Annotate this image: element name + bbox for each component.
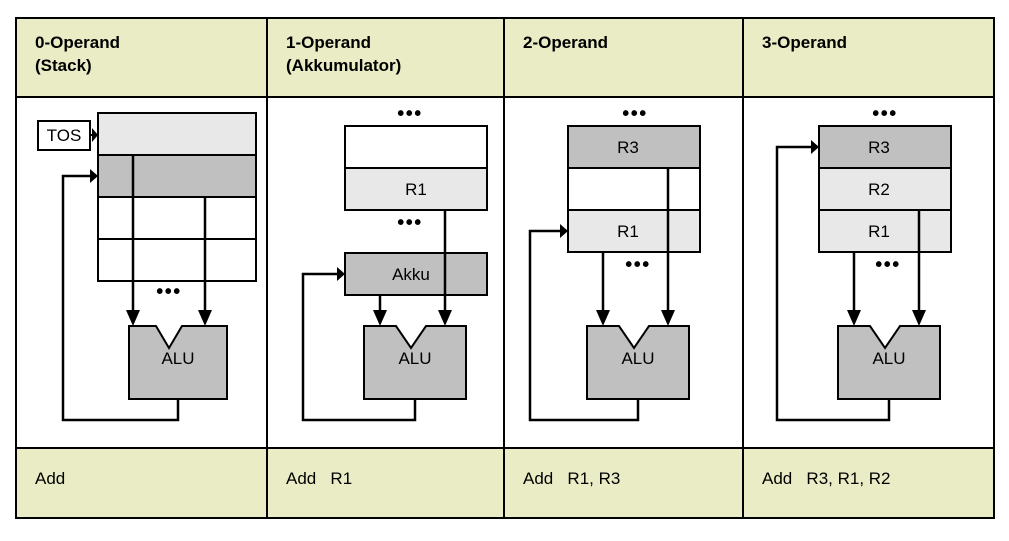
- diagram-three-operand: ••• R3 R2 R1: [744, 98, 993, 447]
- accumulator-label: Akku: [392, 265, 430, 284]
- register-cell-r1: [818, 209, 952, 253]
- register-cell-r2-label: R2: [868, 180, 890, 199]
- alu-shape: [837, 325, 941, 400]
- memory-operand-arrow: [438, 310, 452, 326]
- stack-cell-2: [97, 196, 257, 240]
- register-cell-r2: [818, 167, 952, 211]
- instruction-two-operand: Add R1, R3: [505, 449, 744, 517]
- memory-cell-0: [344, 125, 488, 169]
- accumulator-operand-arrow: [373, 310, 387, 326]
- header-cell-three-operand: 3-Operand: [744, 19, 993, 96]
- alu-label: ALU: [621, 349, 654, 368]
- register-top-ellipsis: •••: [872, 103, 898, 125]
- register-cell-r1-label: R1: [617, 222, 639, 241]
- memory-bottom-ellipsis: •••: [397, 212, 423, 234]
- alu-feedback-path: [61, 174, 180, 422]
- diagram-two-operand: ••• R3 R1 •: [505, 98, 744, 447]
- accumulator-box: [344, 252, 488, 296]
- register-bottom-ellipsis: •••: [875, 254, 901, 276]
- tos-box: [37, 120, 91, 151]
- register-cell-r3-label: R3: [868, 138, 890, 157]
- alu-feedback-path: [775, 145, 891, 422]
- register-top-ellipsis: •••: [622, 103, 648, 125]
- alu-feedback-arrowhead: [560, 224, 568, 238]
- stack-operand-arrow-left: [126, 310, 140, 326]
- three-operand-diagram-svg: ••• R3 R2 R1: [775, 103, 952, 422]
- register-cell-r3-label: R3: [617, 138, 639, 157]
- tos-arrowhead: [92, 128, 98, 142]
- memory-block: R1: [344, 125, 488, 211]
- stack-cell-1: [97, 154, 257, 198]
- r2-operand-arrow: [912, 310, 926, 326]
- two-operand-diagram-svg: ••• R3 R1 •: [528, 103, 701, 422]
- alu-feedback-arrowhead: [90, 169, 98, 183]
- register-cell-empty: [567, 167, 701, 211]
- alu-label: ALU: [161, 349, 194, 368]
- memory-cell-1-label: R1: [405, 180, 427, 199]
- alu-feedback-path: [528, 229, 640, 422]
- alu-feedback-arrowhead: [337, 267, 345, 281]
- alu-feedback-path: [301, 272, 417, 422]
- alu-label: ALU: [872, 349, 905, 368]
- operand-comparison-table: 0-Operand (Stack) 1-Operand (Akkumulator…: [15, 17, 995, 519]
- register-block: R3 R2 R1: [818, 125, 952, 253]
- register-cell-r1-label: R1: [868, 222, 890, 241]
- register-bottom-ellipsis: •••: [625, 254, 651, 276]
- tos-pointer: TOS: [37, 120, 98, 151]
- memory-cell-1: [344, 167, 488, 211]
- memory-top-ellipsis: •••: [397, 103, 423, 125]
- diagram-one-operand: ••• R1 ••• Akku: [268, 98, 505, 447]
- register-block: R3 R1: [567, 125, 701, 253]
- stack-ellipsis: •••: [156, 281, 182, 303]
- r1-operand-arrow: [847, 310, 861, 326]
- tos-label: TOS: [47, 126, 82, 145]
- table-footer-row: Add Add R1 Add R1, R3 Add R3, R1, R2: [17, 447, 993, 517]
- r3-operand-arrow: [661, 310, 675, 326]
- alu-shape: [128, 325, 228, 400]
- instruction-one-operand: Add R1: [268, 449, 505, 517]
- accumulator-diagram-svg: ••• R1 ••• Akku: [301, 103, 488, 422]
- stack-operand-arrow-right: [198, 310, 212, 326]
- alu-shape: [586, 325, 690, 400]
- instruction-zero-operand: Add: [17, 449, 268, 517]
- stack-memory-block: [97, 112, 257, 282]
- table-header-row: 0-Operand (Stack) 1-Operand (Akkumulator…: [17, 19, 993, 98]
- stack-diagram-svg: TOS ••• ALU: [37, 112, 257, 422]
- alu-label: ALU: [398, 349, 431, 368]
- table-body-row: TOS ••• ALU: [17, 98, 993, 447]
- header-cell-zero-operand: 0-Operand (Stack): [17, 19, 268, 96]
- alu-shape: [363, 325, 467, 400]
- header-cell-one-operand: 1-Operand (Akkumulator): [268, 19, 505, 96]
- stack-cell-3: [97, 238, 257, 282]
- diagram-zero-operand: TOS ••• ALU: [17, 98, 268, 447]
- r1-operand-arrow: [596, 310, 610, 326]
- instruction-three-operand: Add R3, R1, R2: [744, 449, 993, 517]
- stack-cell-0: [97, 112, 257, 156]
- register-cell-r1: [567, 209, 701, 253]
- header-cell-two-operand: 2-Operand: [505, 19, 744, 96]
- alu-feedback-arrowhead: [811, 140, 819, 154]
